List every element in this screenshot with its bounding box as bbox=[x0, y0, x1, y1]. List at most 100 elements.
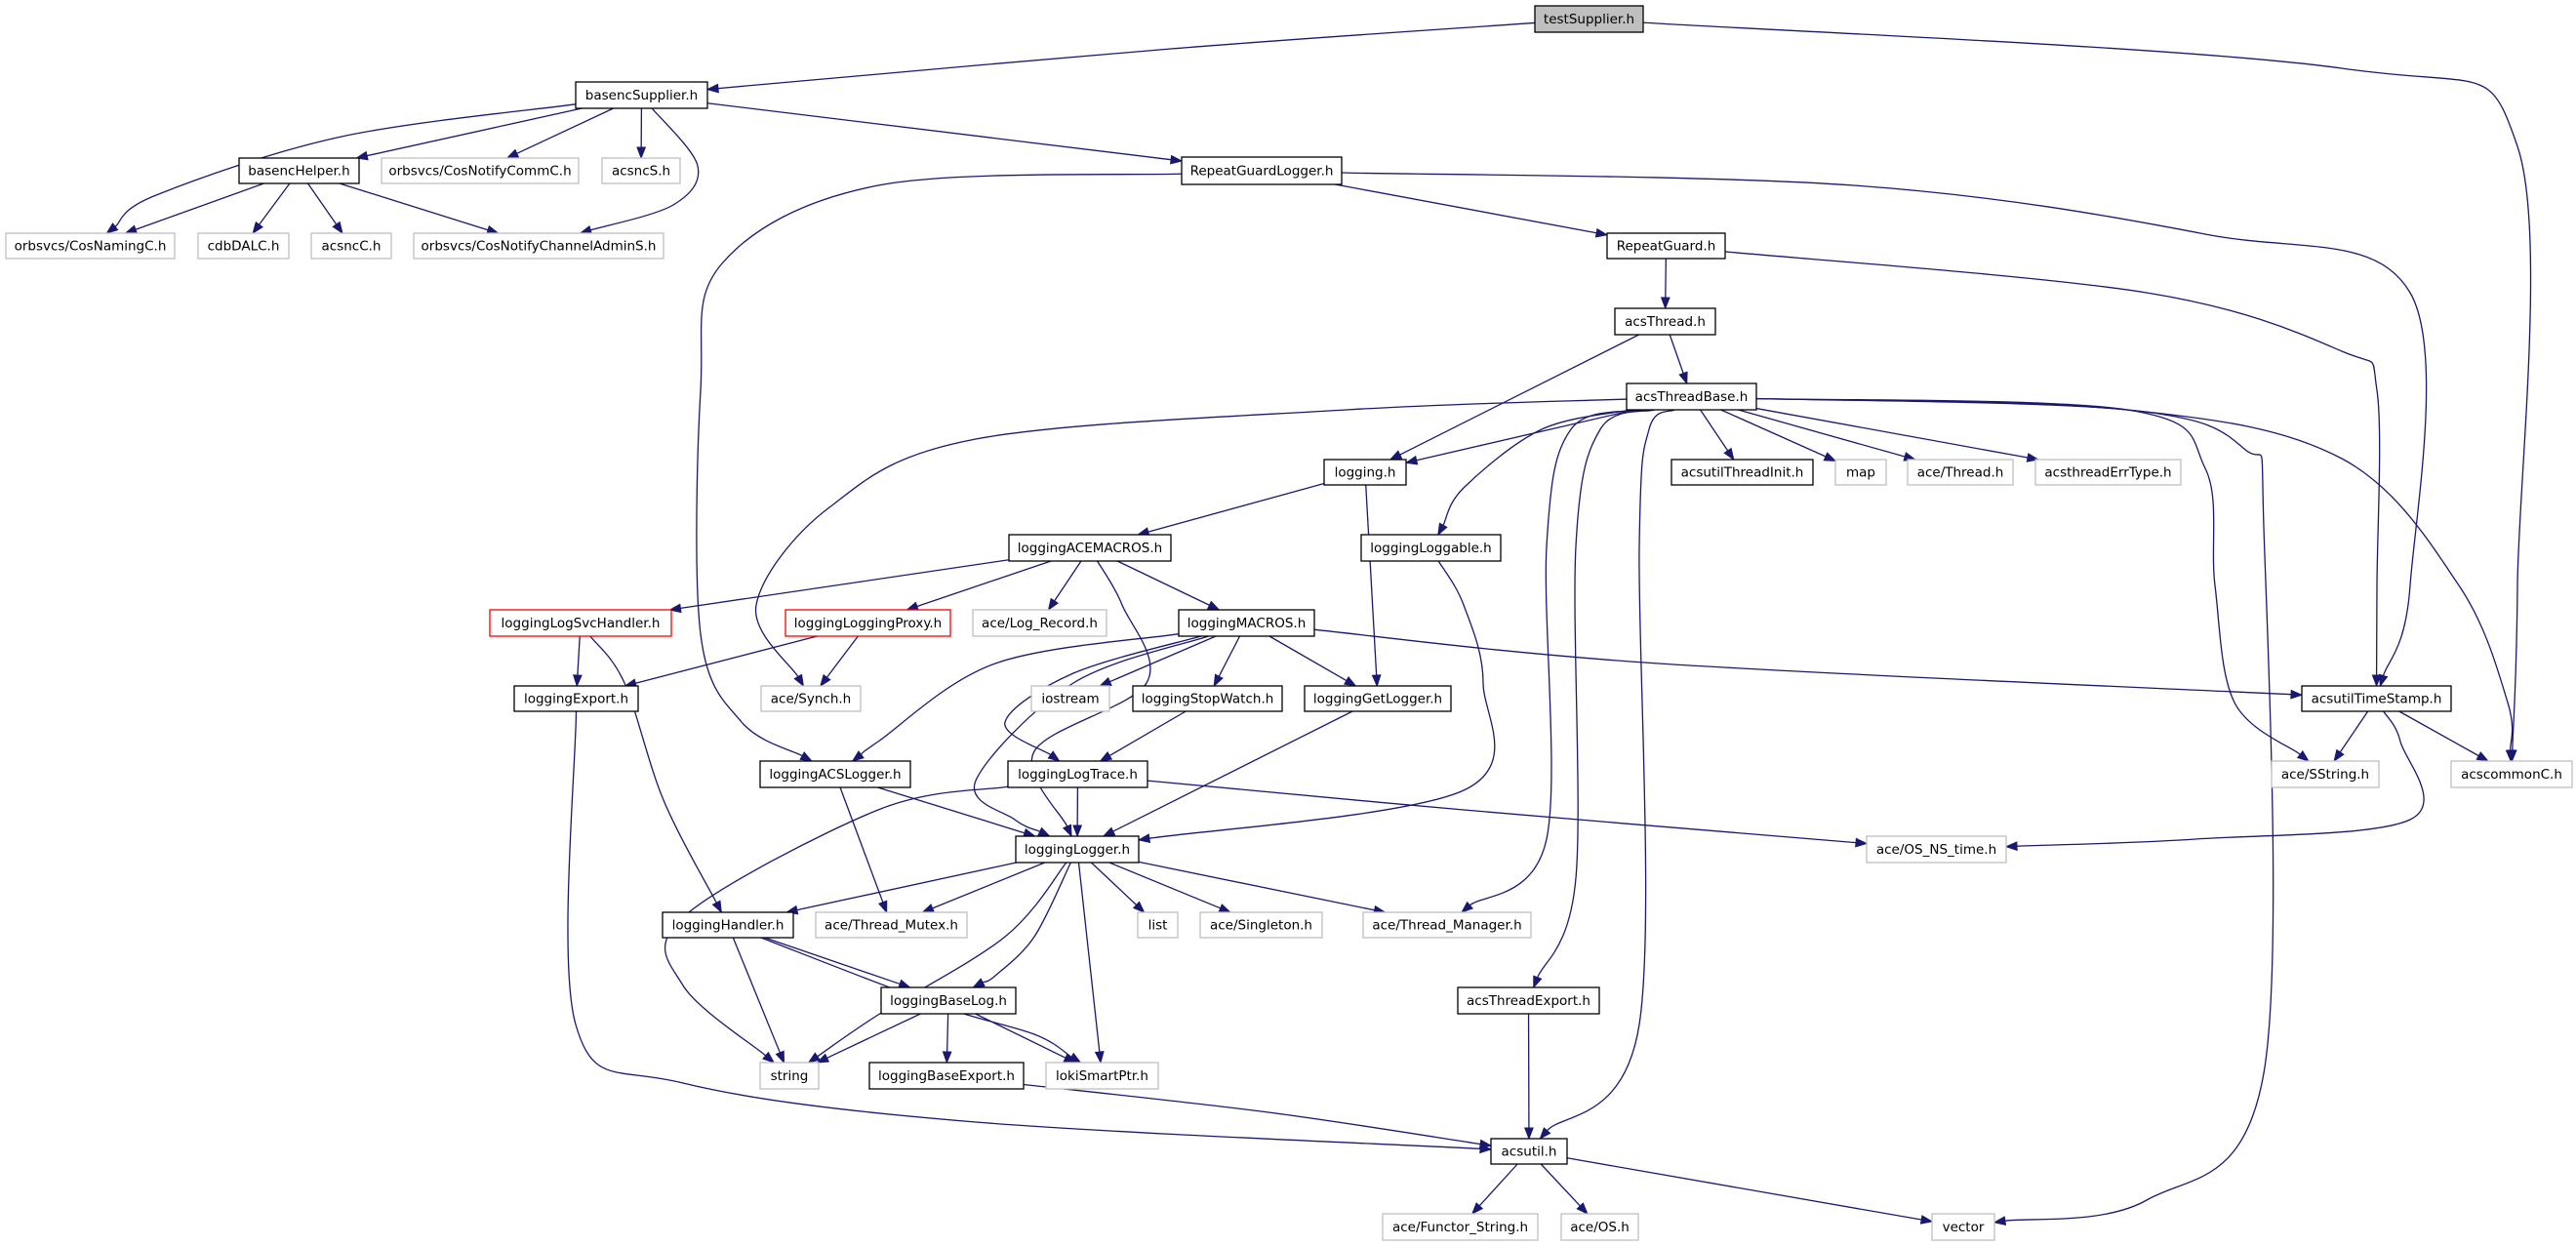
edge-line bbox=[764, 937, 901, 985]
node-label: loggingMACROS.h bbox=[1187, 616, 1307, 631]
edge-line bbox=[1108, 710, 1187, 757]
edge-basencSupplier-to-RepeatGuardLogger bbox=[706, 102, 1184, 165]
node-box bbox=[513, 685, 639, 712]
node-loggingLogTrace[interactable]: loggingLogTrace.h bbox=[1007, 760, 1148, 788]
node-box bbox=[310, 232, 392, 260]
edge-acsThreadBase-to-acsThreadExport bbox=[1533, 409, 1656, 989]
edge-line bbox=[664, 785, 1009, 1057]
edge-line bbox=[755, 398, 1628, 677]
arrowhead-icon bbox=[762, 1051, 776, 1064]
edge-loggingLogger-to-aceSingleton bbox=[1108, 862, 1232, 913]
node-loggingACSLogger[interactable]: loggingACSLogger.h bbox=[759, 760, 911, 788]
node-label: ace/Singleton.h bbox=[1210, 918, 1312, 934]
edge-line bbox=[1642, 21, 2532, 751]
node-box bbox=[238, 157, 360, 184]
edge-line bbox=[114, 103, 577, 227]
node-acsthreadErrType: acsthreadErrType.h bbox=[2034, 459, 2182, 486]
node-box bbox=[413, 232, 664, 260]
node-acsThread[interactable]: acsThread.h bbox=[1614, 307, 1716, 336]
arrowhead-icon bbox=[1594, 227, 1609, 238]
arrowhead-icon bbox=[942, 1051, 952, 1065]
node-loggingHandler[interactable]: loggingHandler.h bbox=[662, 911, 794, 939]
node-basencSupplier[interactable]: basencSupplier.h bbox=[575, 81, 708, 109]
edge-line bbox=[1335, 183, 1597, 234]
node-label: loggingLoggable.h bbox=[1370, 541, 1491, 556]
edge-line bbox=[306, 182, 338, 225]
node-label: loggingACEMACROS.h bbox=[1018, 541, 1162, 556]
node-label: acscommonC.h bbox=[2461, 767, 2562, 783]
edge-line bbox=[1077, 862, 1101, 1053]
node-RepeatGuard[interactable]: RepeatGuard.h bbox=[1606, 232, 1726, 260]
edge-line bbox=[1755, 397, 2301, 755]
edge-line bbox=[1313, 628, 2292, 696]
edge-line bbox=[1365, 484, 1378, 676]
edge-line bbox=[1147, 780, 1857, 844]
node-list: list bbox=[1137, 911, 1179, 939]
node-acsutil[interactable]: acsutil.h bbox=[1490, 1138, 1568, 1165]
node-loggingMACROS[interactable]: loggingMACROS.h bbox=[1178, 609, 1315, 637]
node-box bbox=[1670, 459, 1814, 486]
node-RepeatGuardLogger[interactable]: RepeatGuardLogger.h bbox=[1181, 156, 1343, 185]
node-box bbox=[1457, 986, 1600, 1015]
edge-basencSupplier-to-acsncS bbox=[636, 107, 647, 160]
node-acsutilThreadInit[interactable]: acsutilThreadInit.h bbox=[1670, 459, 1814, 486]
node-acsThreadBase[interactable]: acsThreadBase.h bbox=[1626, 382, 1757, 411]
edge-logging-to-loggingACEMACROS bbox=[1136, 482, 1325, 537]
node-label: ace/Thread_Manager.h bbox=[1372, 918, 1521, 934]
edge-loggingBaseLog-to-loggingBaseExport bbox=[942, 1013, 952, 1065]
node-logging[interactable]: logging.h bbox=[1323, 459, 1407, 486]
node-label: ace/OS_NS_time.h bbox=[1876, 842, 1996, 858]
node-loggingLogger[interactable]: loggingLogger.h bbox=[1015, 835, 1140, 864]
node-label: iostream bbox=[1041, 692, 1099, 707]
edge-line bbox=[706, 102, 1172, 161]
edge-loggingHandler-to-string bbox=[732, 937, 785, 1065]
node-loggingStopWatch[interactable]: loggingStopWatch.h bbox=[1132, 685, 1283, 712]
node-label: acsutilThreadInit.h bbox=[1681, 465, 1804, 481]
node-label: acsThreadBase.h bbox=[1635, 389, 1749, 405]
node-box bbox=[760, 685, 862, 712]
node-acsThreadExport[interactable]: acsThreadExport.h bbox=[1457, 986, 1600, 1015]
edge-acsThreadBase-to-loggingLoggable bbox=[1437, 409, 1631, 537]
arrowhead-icon bbox=[1371, 674, 1382, 688]
node-loggingLoggingProxy[interactable]: loggingLoggingProxy.h bbox=[785, 609, 951, 637]
node-aceThread: ace/Thread.h bbox=[1907, 459, 2014, 486]
node-testSupplier[interactable]: testSupplier.h bbox=[1534, 5, 1644, 33]
node-loggingBaseExport[interactable]: loggingBaseExport.h bbox=[868, 1062, 1025, 1090]
node-aceOS: ace/OS.h bbox=[1560, 1213, 1639, 1241]
edge-line bbox=[1109, 635, 1217, 683]
node-label: acsncC.h bbox=[322, 239, 382, 255]
arrowhead-icon bbox=[1344, 675, 1357, 687]
node-label: string bbox=[771, 1068, 809, 1084]
node-loggingACEMACROS[interactable]: loggingACEMACROS.h bbox=[1008, 534, 1172, 562]
node-loggingBaseLog[interactable]: loggingBaseLog.h bbox=[880, 986, 1017, 1015]
node-loggingExport[interactable]: loggingExport.h bbox=[513, 685, 639, 712]
edge-acsThreadExport-to-acsutil bbox=[1523, 1013, 1534, 1141]
edge-basencHelper-to-acsncC bbox=[306, 182, 343, 235]
arrowhead-icon bbox=[1660, 297, 1670, 310]
node-label: loggingBaseExport.h bbox=[878, 1068, 1015, 1084]
edge-line bbox=[696, 173, 1183, 757]
arrowhead-icon bbox=[1678, 371, 1688, 385]
node-lokiSmartPtr: lokiSmartPtr.h bbox=[1045, 1062, 1159, 1090]
node-box bbox=[1614, 307, 1716, 336]
arrowhead-icon bbox=[573, 674, 583, 688]
edge-acsThreadBase-to-aceThreadManager bbox=[1461, 409, 1643, 913]
node-aceLogRecord: ace/Log_Record.h bbox=[972, 609, 1107, 637]
node-acsutilTimeStamp[interactable]: acsutilTimeStamp.h bbox=[2301, 685, 2452, 712]
node-loggingLogSvcHandler[interactable]: loggingLogSvcHandler.h bbox=[489, 609, 672, 637]
edge-line bbox=[1755, 397, 2274, 1222]
edge-line bbox=[975, 1013, 1067, 1059]
edge-line bbox=[1054, 560, 1082, 602]
edge-line bbox=[982, 862, 1071, 984]
edge-line bbox=[861, 633, 1180, 755]
node-loggingGetLogger[interactable]: loggingGetLogger.h bbox=[1304, 685, 1452, 712]
node-CosNotifyChannelAdminS: orbsvcs/CosNotifyChannelAdminS.h bbox=[413, 232, 664, 260]
node-loggingLoggable[interactable]: loggingLoggable.h bbox=[1360, 534, 1502, 562]
edge-line bbox=[796, 862, 1017, 911]
node-label: loggingStopWatch.h bbox=[1142, 692, 1274, 707]
node-basencHelper[interactable]: basencHelper.h bbox=[238, 157, 360, 184]
node-box bbox=[1360, 534, 1502, 562]
edge-line bbox=[1416, 409, 1635, 462]
node-box bbox=[1008, 534, 1172, 562]
